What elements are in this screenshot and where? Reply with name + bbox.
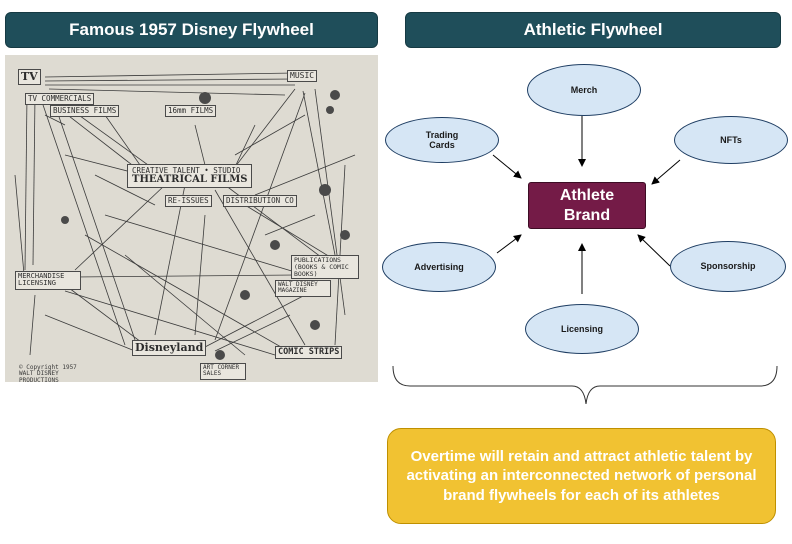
- sketch-arrows: [14, 72, 356, 360]
- sketch-node-disneyland: Disneyland: [132, 340, 207, 356]
- satellite-licensing-label: Licensing: [560, 323, 603, 334]
- sketch-node-business-films: BUSINESS FILMS: [50, 105, 120, 117]
- sketch-node-16mm-films: 16mm FILMS: [165, 105, 217, 117]
- summary-callout: Overtime will retain and attract athleti…: [387, 428, 776, 524]
- arrow-trading-cards-to-brand: [492, 154, 522, 179]
- disney-flywheel-sketch: TV TV COMMERCIALS MUSIC BUSINESS FILMS 1…: [5, 55, 378, 384]
- disney-flywheel-header: Famous 1957 Disney Flywheel: [5, 12, 378, 48]
- sketch-node-magazine: WALT DISNEY MAGAZINE: [275, 280, 331, 297]
- sketch-node-distribution: DISTRIBUTION CO: [223, 195, 297, 207]
- sketch-node-creative-talent: CREATIVE TALENT • STUDIO THEATRICAL FILM…: [127, 164, 253, 189]
- arrow-sponsorship-to-brand: [637, 234, 671, 267]
- athlete-brand-label: Athlete Brand: [559, 187, 615, 224]
- sketch-node-tv-commercials: TV COMMERCIALS: [25, 93, 95, 105]
- satellite-advertising: Advertising: [382, 242, 496, 292]
- satellite-merch: Merch: [527, 64, 641, 116]
- satellite-licensing: Licensing: [525, 304, 639, 354]
- summary-callout-text: Overtime will retain and attract athleti…: [406, 447, 757, 504]
- satellite-sponsorship-label: Sponsorship: [700, 261, 756, 272]
- satellite-merch-label: Merch: [570, 84, 598, 95]
- sketch-node-comic-strips: COMIC STRIPS: [275, 346, 343, 359]
- sketch-node-music: MUSIC: [287, 70, 318, 83]
- sketch-node-merchandise: MERCHANDISE LICENSING: [15, 271, 81, 290]
- athlete-brand-box: Athlete Brand: [528, 182, 646, 229]
- arrow-advertising-to-brand: [496, 234, 522, 254]
- arrow-nfts-to-brand: [651, 159, 681, 185]
- sketch-node-art-corner: ART CORNER SALES: [200, 363, 246, 380]
- satellite-trading-cards: Trading Cards: [385, 117, 499, 163]
- sketch-node-publications: PUBLICATIONS (BOOKS & COMIC BOOKS): [291, 255, 359, 280]
- athletic-flywheel-header: Athletic Flywheel: [405, 12, 781, 48]
- sketch-node-tv: TV: [18, 69, 41, 85]
- satellite-nfts: NFTs: [674, 116, 788, 164]
- satellite-trading-cards-label: Trading Cards: [425, 129, 459, 150]
- sketch-node-re-issues: RE-ISSUES: [165, 195, 212, 207]
- theatrical-films-label: THEATRICAL FILMS: [132, 173, 248, 185]
- satellite-nfts-label: NFTs: [720, 134, 742, 145]
- satellite-sponsorship: Sponsorship: [670, 241, 786, 292]
- grouping-brace: [392, 365, 778, 405]
- satellite-advertising-label: Advertising: [414, 261, 464, 272]
- creative-talent-label: CREATIVE TALENT • STUDIO: [132, 166, 241, 175]
- sketch-copyright: © Copyright 1957 WALT DISNEY PRODUCTIONS: [19, 364, 77, 384]
